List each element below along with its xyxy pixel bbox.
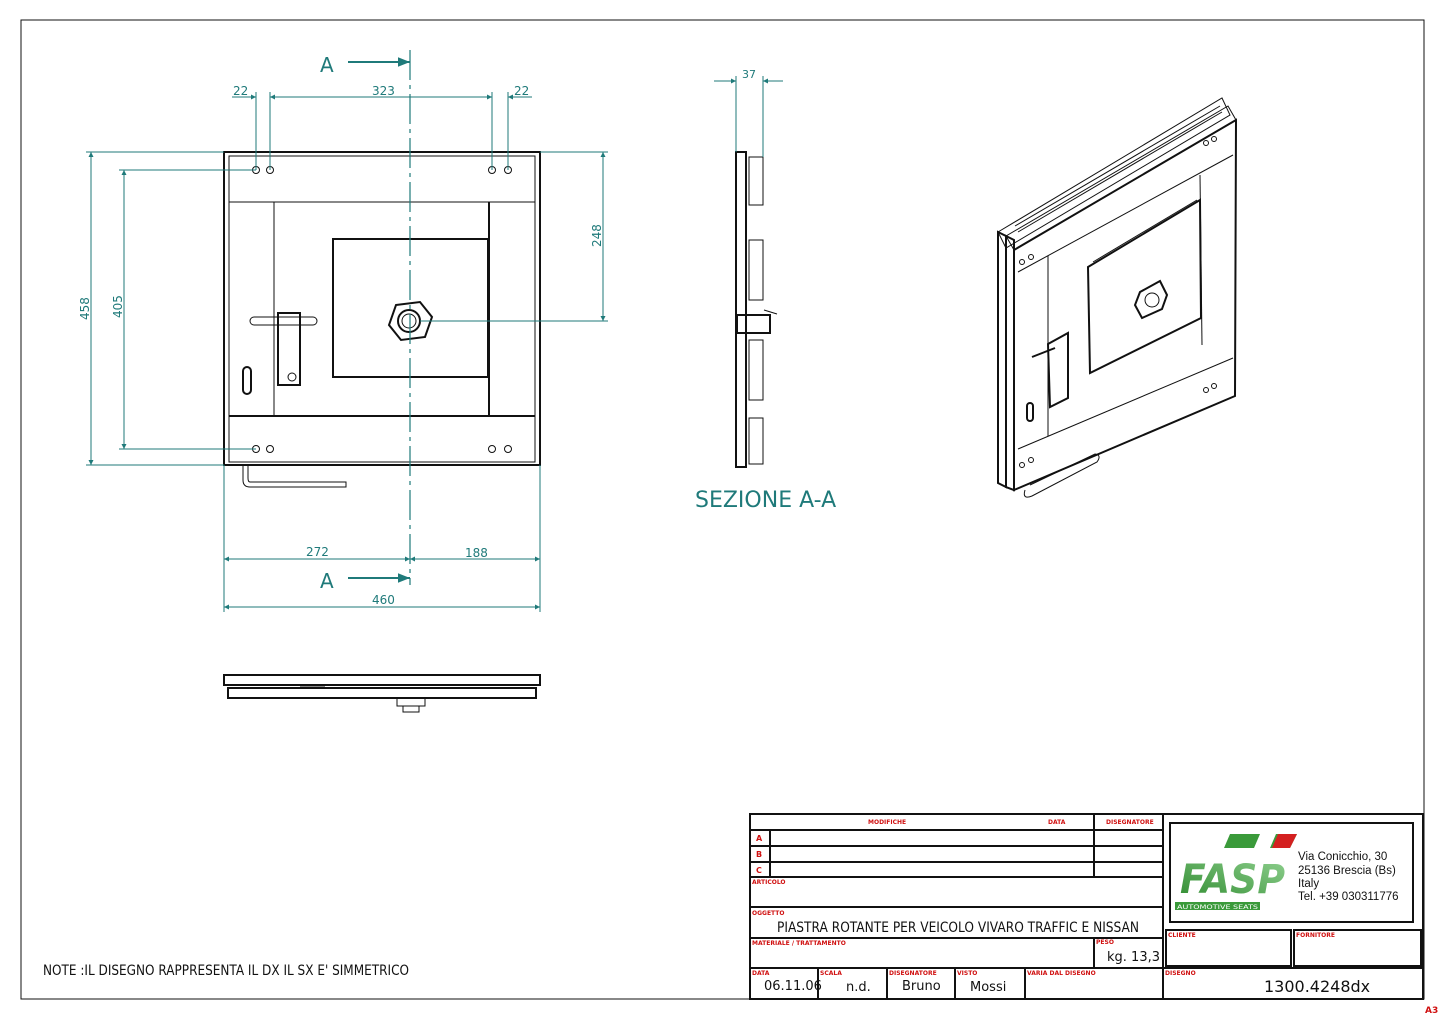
- isometric-view: [997, 97, 1238, 498]
- oggetto-value: PIASTRA ROTANTE PER VEICOLO VIVARO TRAFF…: [777, 920, 1139, 936]
- company-logo: FASP AUTOMOTIVE SEATS: [1175, 834, 1297, 911]
- label-scala: SCALA: [820, 970, 842, 977]
- company-country: Italy: [1298, 878, 1319, 890]
- peso-value: kg. 13,3: [1107, 950, 1160, 965]
- label-varia: VARIA DAL DISEGNO: [1027, 970, 1096, 977]
- section-view: 37: [714, 68, 783, 468]
- label-data-header: DATA: [1048, 819, 1066, 826]
- label-materiale: MATERIALE / TRATTAMENTO: [752, 940, 846, 947]
- label-articolo: ARTICOLO: [752, 879, 786, 886]
- bottom-view: [223, 674, 541, 713]
- drawing-note: NOTE :IL DISEGNO RAPPRESENTA IL DX IL SX…: [43, 963, 409, 979]
- label-data: DATA: [752, 970, 770, 977]
- dim-22-right: 22: [514, 84, 529, 98]
- company-box: [1169, 822, 1414, 923]
- title-block: MODIFICHE DATA DISEGNATORE A B C ARTICOL…: [749, 813, 1424, 1000]
- release-rod: [242, 465, 347, 488]
- fornitore-box: [1293, 929, 1422, 967]
- sheet-size: A3: [1425, 1006, 1438, 1016]
- label-modifiche: MODIFICHE: [868, 819, 906, 826]
- lock-lever: [242, 312, 318, 395]
- logo-text: FASP: [1180, 857, 1285, 903]
- section-marker-bottom: A: [320, 569, 334, 593]
- company-address-2: 25136 Brescia (Bs): [1298, 865, 1396, 877]
- front-view: [223, 151, 541, 488]
- label-visto: VISTO: [957, 970, 977, 977]
- dim-458: 458: [78, 297, 92, 320]
- logo-subtitle: AUTOMOTIVE SEATS: [1177, 903, 1258, 911]
- revision-c: C: [756, 866, 762, 875]
- label-oggetto: OGGETTO: [752, 910, 784, 917]
- scala-value: n.d.: [846, 980, 871, 995]
- visto-value: Mossi: [970, 980, 1006, 995]
- disegno-value: 1300.4248dx: [1264, 977, 1370, 996]
- sheet-border: [20, 19, 1425, 1000]
- dim-323: 323: [372, 84, 395, 98]
- dimensions: 22 323 22 458 405 248 272 188 460: [78, 84, 608, 612]
- section-marker-top: A: [320, 53, 334, 77]
- revision-b: B: [756, 850, 762, 859]
- dim-248: 248: [590, 224, 604, 247]
- company-address-1: Via Conicchio, 30: [1298, 851, 1387, 863]
- disegnatore-value: Bruno: [902, 979, 941, 994]
- label-peso: PESO: [1096, 939, 1114, 946]
- dim-405: 405: [111, 295, 125, 318]
- dim-37: 37: [742, 68, 756, 81]
- cliente-box: [1165, 929, 1292, 967]
- label-disegno: DISEGNO: [1165, 970, 1196, 977]
- label-disegnatore-header: DISEGNATORE: [1106, 819, 1154, 826]
- label-fornitore: FORNITORE: [1296, 932, 1335, 939]
- label-disegnatore: DISEGNATORE: [889, 970, 937, 977]
- bolt-holes: [252, 166, 512, 453]
- dim-188: 188: [465, 546, 488, 560]
- company-phone: Tel. +39 030311776: [1298, 891, 1399, 903]
- data-value: 06.11.06: [764, 979, 822, 994]
- dim-22-left: 22: [233, 84, 248, 98]
- section-title: SEZIONE A-A: [695, 488, 836, 513]
- dim-460: 460: [372, 593, 395, 607]
- revision-a: A: [756, 834, 763, 843]
- label-cliente: CLIENTE: [1168, 932, 1196, 939]
- dim-272: 272: [306, 545, 329, 559]
